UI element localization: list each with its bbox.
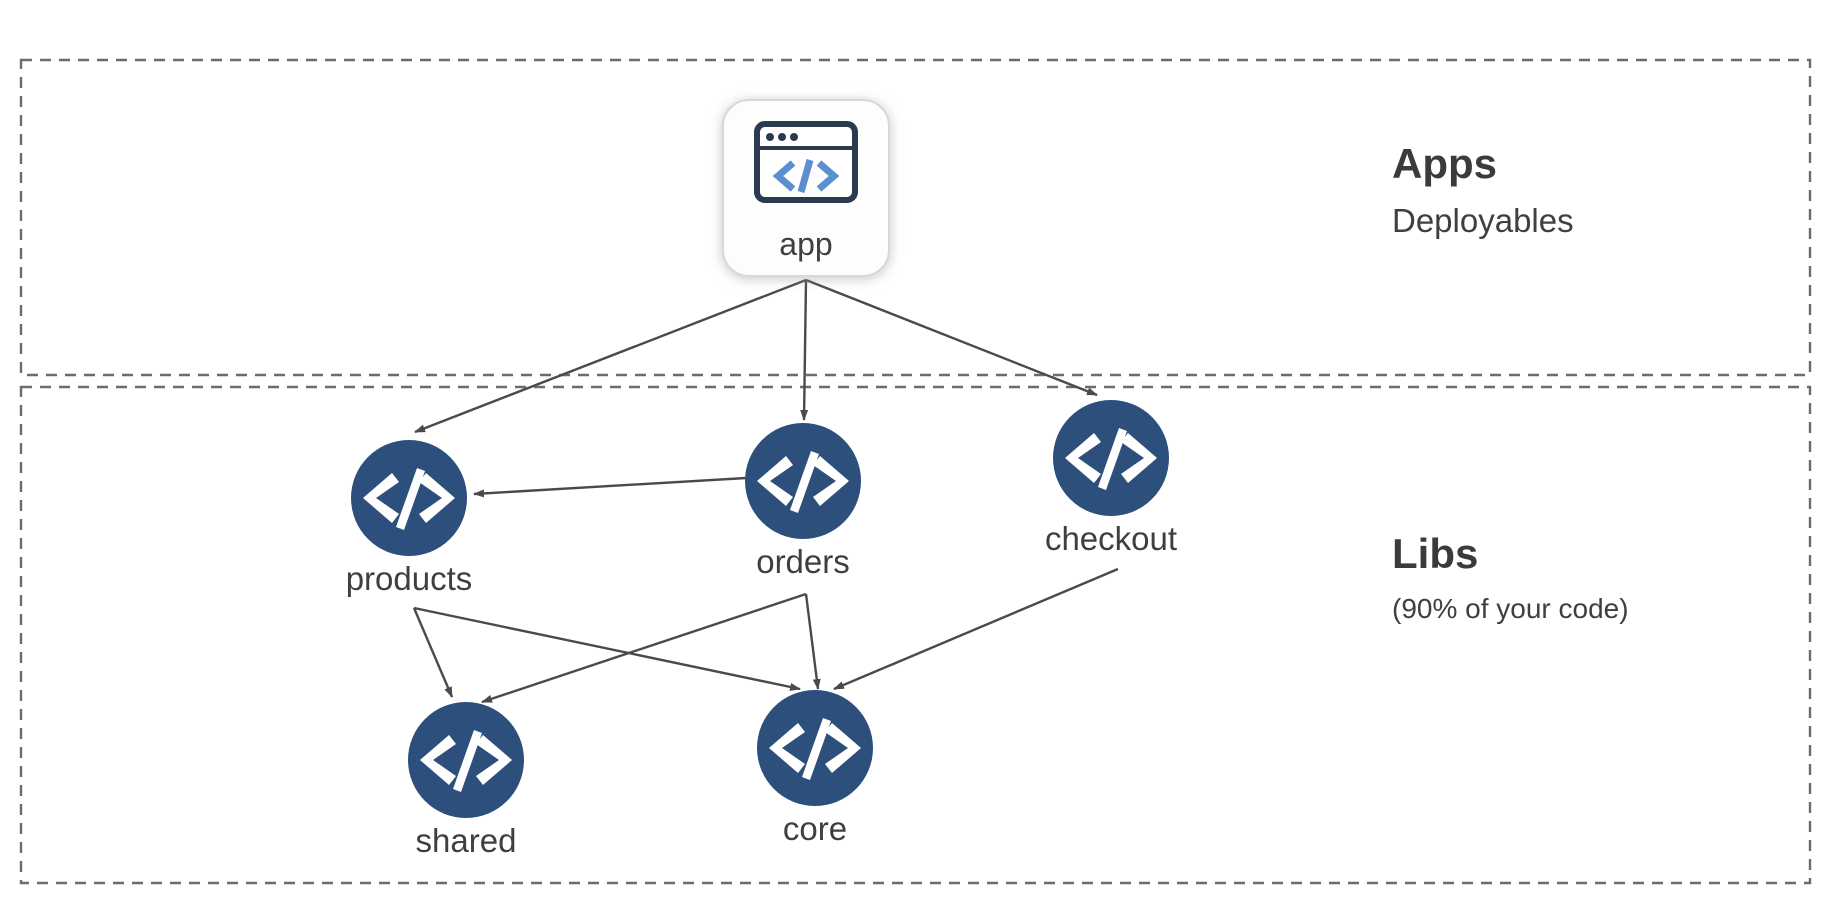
code-brackets-icon — [757, 451, 849, 513]
node-shared[interactable]: shared — [408, 702, 524, 859]
edge-orders-to-products — [473, 476, 747, 498]
code-brackets-icon — [420, 730, 512, 792]
zone-apps-subtitle: Deployables — [1392, 202, 1574, 239]
node-app[interactable]: app — [722, 99, 890, 277]
node-app-label: app — [779, 226, 832, 262]
node-orders[interactable]: orders — [745, 423, 861, 580]
code-brackets-icon — [769, 718, 861, 780]
node-products-label: products — [346, 560, 473, 597]
node-shared-label: shared — [416, 822, 517, 859]
zone-apps-border — [19, 58, 1812, 377]
code-brackets-icon — [1065, 428, 1157, 490]
edge-products-to-core — [413, 606, 801, 691]
edge-products-to-shared — [412, 607, 454, 698]
app-window-icon — [754, 121, 858, 203]
edges-group — [412, 278, 1119, 704]
edge-orders-to-core — [804, 593, 821, 690]
node-orders-label: orders — [756, 543, 850, 580]
edge-app-to-checkout — [805, 278, 1098, 397]
app-window-dot-2 — [778, 133, 786, 141]
node-checkout-label: checkout — [1045, 520, 1177, 557]
zone-apps-title: Apps — [1392, 140, 1497, 187]
zone-libs-title: Libs — [1392, 530, 1478, 577]
code-brackets-icon — [772, 159, 840, 193]
zone-libs-group: Libs (90% of your code) — [19, 385, 1812, 885]
zone-apps-group: Apps Deployables — [19, 58, 1812, 377]
app-window-dot-3 — [790, 133, 798, 141]
app-window-dot-1 — [766, 133, 774, 141]
node-products[interactable]: products — [346, 440, 473, 597]
edge-app-to-products — [414, 278, 807, 434]
node-core-label: core — [783, 810, 847, 847]
edge-checkout-to-core — [833, 567, 1119, 691]
zone-libs-subtitle: (90% of your code) — [1392, 593, 1629, 624]
code-brackets-icon — [363, 468, 455, 530]
zone-libs-border — [19, 385, 1812, 885]
node-core[interactable]: core — [757, 690, 873, 847]
edge-orders-to-shared — [481, 592, 807, 704]
edge-app-to-orders — [800, 279, 809, 421]
node-checkout[interactable]: checkout — [1045, 400, 1177, 557]
